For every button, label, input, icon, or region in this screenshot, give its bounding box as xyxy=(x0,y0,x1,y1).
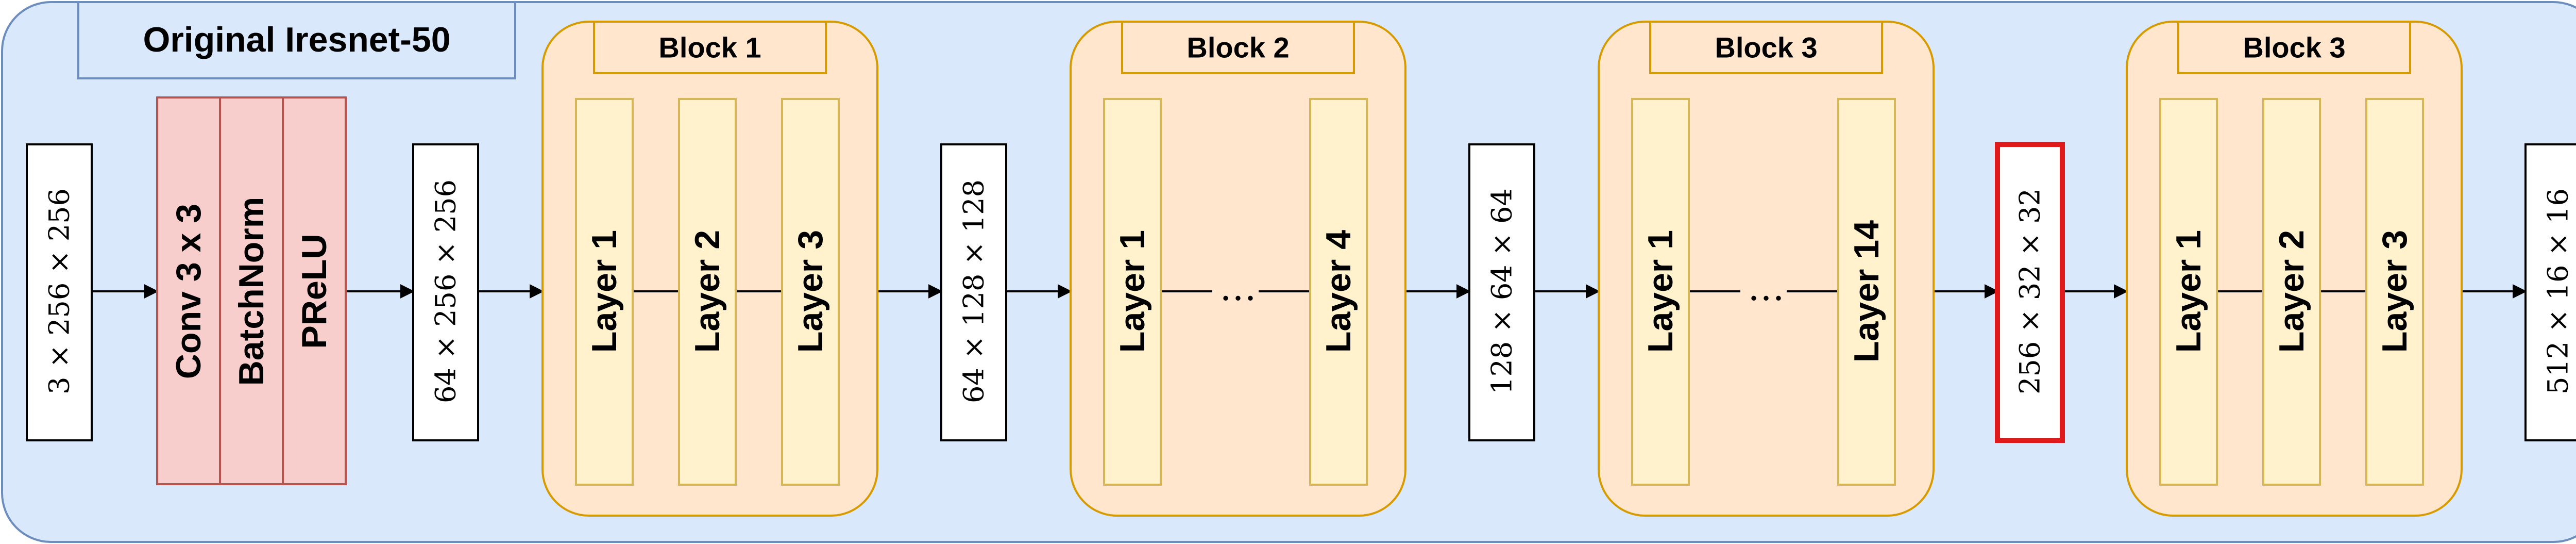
stem-layers: Conv 3 x 3 BatchNorm PReLU xyxy=(156,96,347,485)
layer-label: Layer 1 xyxy=(1113,230,1152,353)
block-title: Block 3 xyxy=(2243,31,2345,64)
block-title-box xyxy=(1649,21,1883,74)
layer-ellipsis: … xyxy=(1219,266,1257,309)
layer-box xyxy=(2159,98,2218,486)
layer-label: Layer 1 xyxy=(1641,230,1680,353)
layer-box xyxy=(1309,98,1368,486)
highlighted-tensor-shape xyxy=(1995,142,2065,443)
block-title-box xyxy=(593,21,827,74)
layer-label: Layer 4 xyxy=(1319,230,1358,353)
diagram-title: Original Iresnet-50 xyxy=(143,20,450,59)
layer-label: Layer 2 xyxy=(688,230,727,353)
residual-block: Block 2 … Layer 1 Layer 4 xyxy=(1070,21,1406,517)
tensor-shape-label: 64 × 256 × 256 xyxy=(430,179,462,403)
block-title: Block 3 xyxy=(1715,31,1817,64)
tensor-shape-label: 64 × 128 × 128 xyxy=(958,179,990,403)
stem-layer-label: Conv 3 x 3 xyxy=(169,204,208,379)
layer-box xyxy=(1103,98,1162,486)
layer-box xyxy=(781,98,840,486)
tensor-shape-label: 512 × 16 × 16 xyxy=(2542,188,2574,394)
tensor-shape-box xyxy=(26,143,93,441)
layer-label: Layer 3 xyxy=(791,230,830,353)
layer-box xyxy=(2262,98,2321,486)
tensor-box: 3 × 256 × 256 xyxy=(26,143,93,441)
layer-label: Layer 2 xyxy=(2272,230,2311,353)
stem-layer-box xyxy=(156,96,221,485)
stem-layer-box xyxy=(282,96,347,485)
tensor-shape-label: 3 × 256 × 256 xyxy=(43,188,76,394)
tensor-box: 128 × 64 × 64 xyxy=(1468,143,1535,441)
layer-box xyxy=(1837,98,1896,486)
layer-label: Layer 1 xyxy=(2169,230,2208,353)
tensor-shape-box xyxy=(412,143,479,441)
residual-block: Block 3 … Layer 1 Layer 14 xyxy=(1598,21,1935,517)
tensor-box: 512 × 16 × 16 xyxy=(2524,143,2576,441)
tensor-shape-box xyxy=(940,143,1007,441)
stem-layer-label: PReLU xyxy=(295,234,334,349)
title-box xyxy=(77,1,516,79)
layer-box xyxy=(1631,98,1690,486)
block-title: Block 2 xyxy=(1187,31,1289,64)
tensor-shape-label: 256 × 32 × 32 xyxy=(2014,188,2046,394)
block-title-box xyxy=(1121,21,1355,74)
tensor-box: 64 × 128 × 128 xyxy=(940,143,1007,441)
tensor-shape-box xyxy=(1468,143,1535,441)
stem-layer-label: BatchNorm xyxy=(232,197,271,386)
layer-box xyxy=(2365,98,2424,486)
layer-box xyxy=(575,98,634,486)
residual-block: Block 1 Layer 1 Layer 2 Layer 3 xyxy=(541,21,878,517)
layer-box xyxy=(678,98,737,486)
tensor-shape-box xyxy=(2524,143,2576,441)
tensor-shape-label: 128 × 64 × 64 xyxy=(1486,188,1518,394)
layer-label: Layer 3 xyxy=(2375,230,2414,353)
layer-label: Layer 1 xyxy=(585,230,624,353)
block-title: Block 1 xyxy=(658,31,761,64)
tensor-box: 64 × 256 × 256 xyxy=(412,143,479,441)
tensor-box: 256 × 32 × 32 xyxy=(1995,142,2065,443)
residual-block: Block 3 Layer 1 Layer 2 Layer 3 xyxy=(2126,21,2463,517)
layer-label: Layer 14 xyxy=(1847,220,1886,362)
layer-ellipsis: … xyxy=(1748,266,1785,309)
block-title-box xyxy=(2177,21,2411,74)
